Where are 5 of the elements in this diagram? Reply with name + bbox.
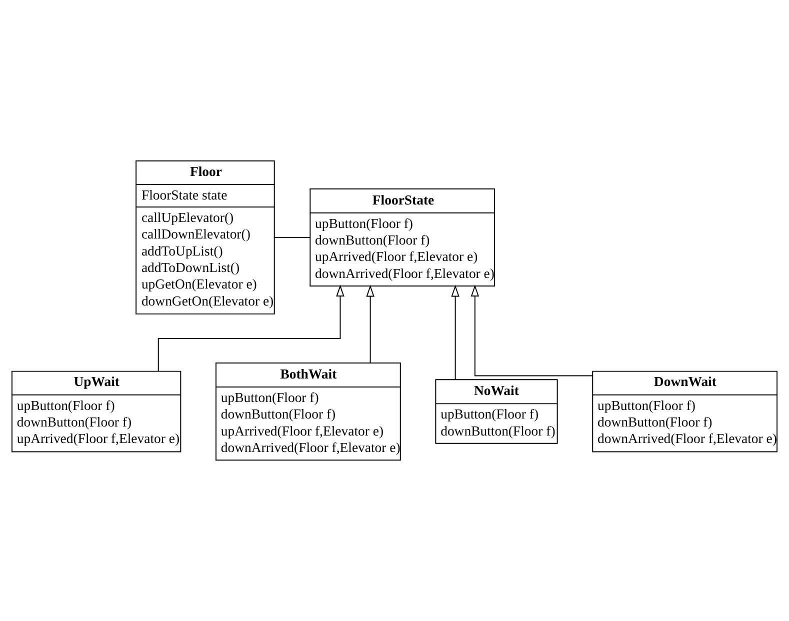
arrow [451,284,460,380]
arrow [470,284,593,376]
arrow [158,284,344,372]
connector [274,236,311,238]
arrow [366,284,374,364]
